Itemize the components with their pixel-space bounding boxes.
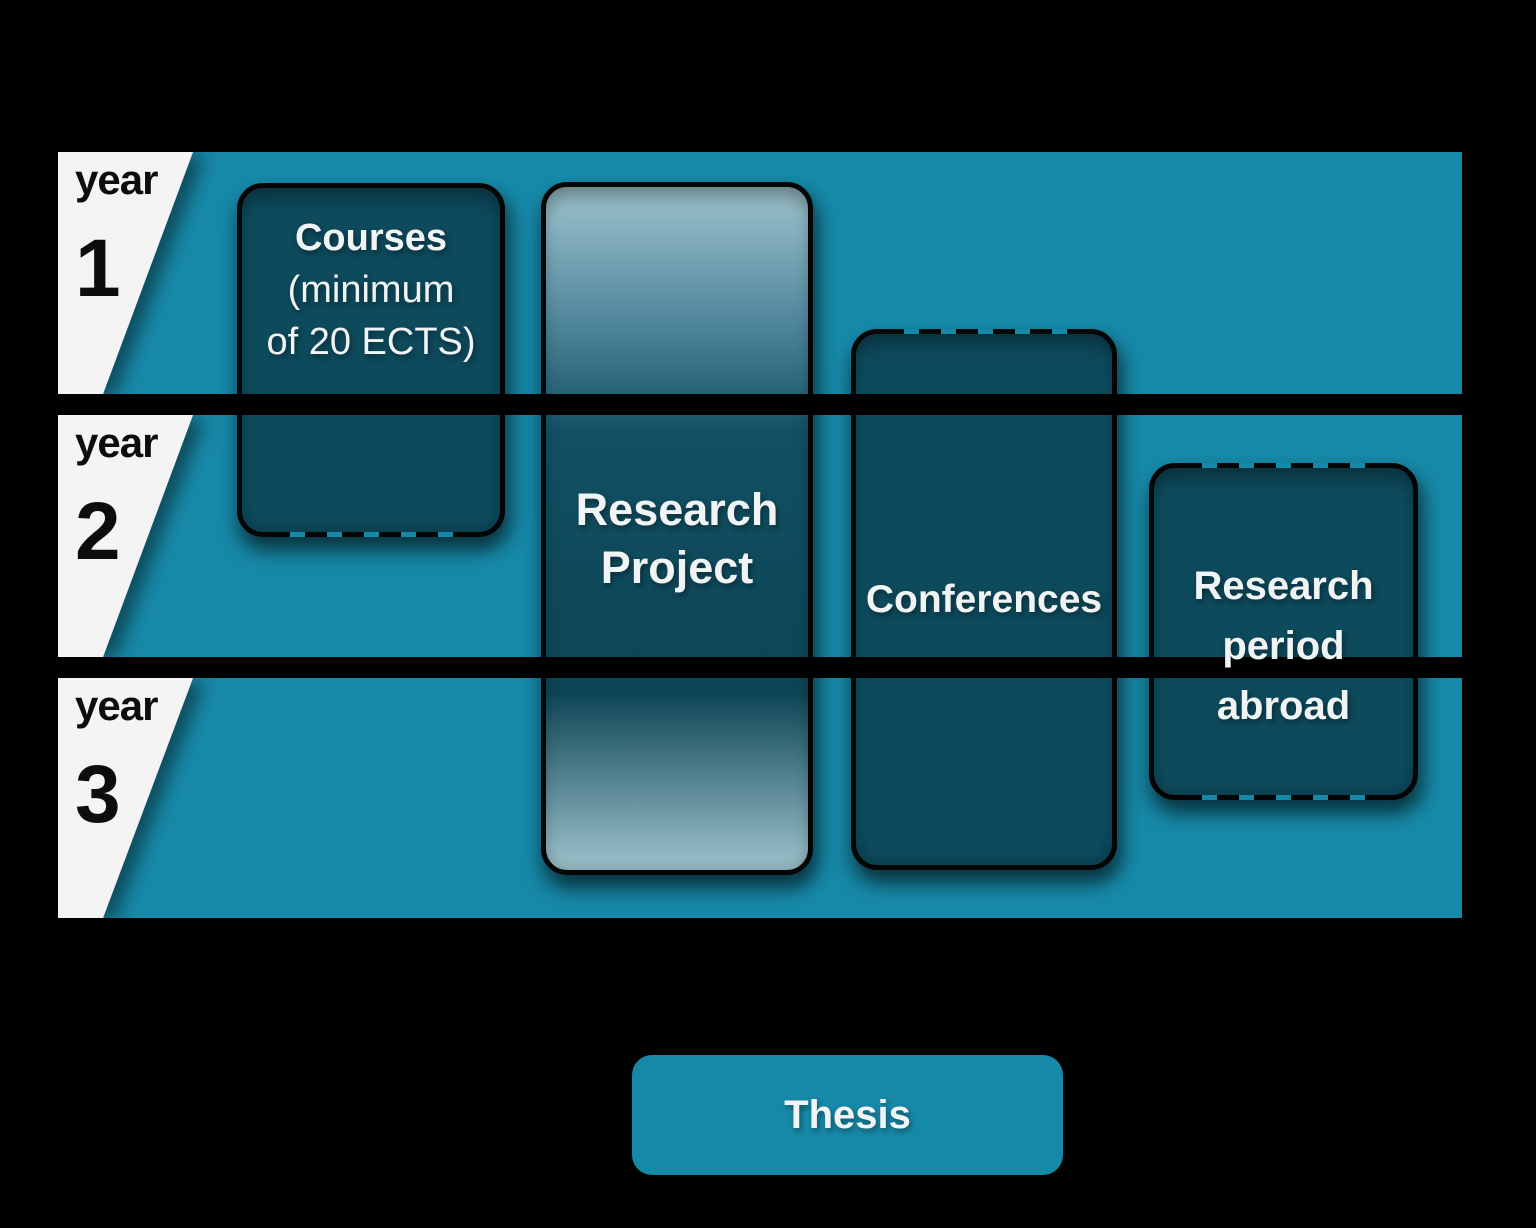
- year-2-word: year: [75, 419, 158, 466]
- conferences-label: Conferences: [865, 577, 1103, 621]
- year-1-number: 1: [75, 223, 121, 314]
- year-1-wedge: [58, 152, 193, 394]
- year-3-word: year: [75, 682, 158, 729]
- conferences-box: Conferences: [851, 329, 1117, 870]
- thesis-box: Thesis: [632, 1055, 1063, 1175]
- courses-subtitle-line1: (minimum: [287, 269, 455, 311]
- year-1-word: year: [75, 156, 158, 203]
- research-project-line1: Research: [575, 483, 779, 535]
- research-abroad-line1: Research: [1193, 563, 1374, 608]
- research-abroad-line2: period: [1222, 623, 1345, 668]
- year-2-label-group: year 2: [75, 419, 158, 577]
- year-3-number: 3: [75, 749, 121, 840]
- research-project-box: Research Project: [541, 182, 813, 875]
- research-project-label: Research Project: [576, 481, 779, 597]
- research-abroad-line3: abroad: [1216, 683, 1351, 728]
- year-separator-2: [0, 657, 1536, 678]
- year-3-wedge: [58, 678, 193, 918]
- research-project-line2: Project: [600, 541, 754, 593]
- courses-label: Courses (minimum of 20 ECTS): [266, 212, 475, 368]
- year-1-label-group: year 1: [75, 156, 158, 314]
- year-2-number: 2: [75, 486, 121, 577]
- thesis-label: Thesis: [784, 1092, 911, 1137]
- year-2-wedge: [58, 415, 193, 657]
- wedge-shape: [58, 678, 193, 918]
- research-abroad-label: Research period abroad: [1193, 556, 1373, 736]
- courses-title: Courses: [294, 217, 448, 259]
- year-separator-1: [0, 394, 1536, 415]
- wedge-shape: [58, 152, 193, 394]
- courses-subtitle-line2: of 20 ECTS): [266, 321, 476, 363]
- wedge-shape: [58, 415, 193, 657]
- year-3-label-group: year 3: [75, 682, 158, 840]
- research-abroad-box: Research period abroad: [1149, 463, 1418, 800]
- courses-box: Courses (minimum of 20 ECTS): [237, 183, 505, 537]
